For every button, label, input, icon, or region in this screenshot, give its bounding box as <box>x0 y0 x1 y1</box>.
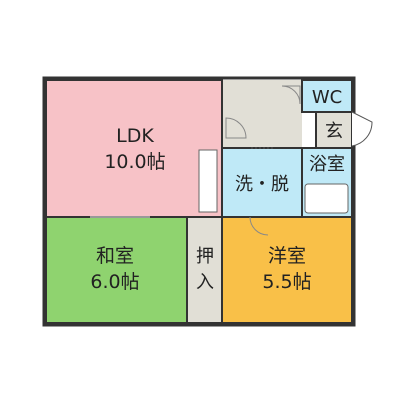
room-closet <box>186 216 223 324</box>
yoshitsu-size: 5.5帖 <box>262 271 311 293</box>
ldk-door-swing <box>225 117 247 139</box>
closet-name-2: 入 <box>196 272 214 293</box>
wash-name: 洗・脱 <box>235 174 289 195</box>
yoshitsu-door-swing <box>249 216 269 236</box>
wc-door-swing <box>281 85 301 105</box>
entrance-door-swing <box>351 111 373 147</box>
bathtub <box>304 183 349 214</box>
room-wash <box>221 147 303 218</box>
room-ldk <box>45 79 223 218</box>
room-entrance <box>315 111 353 149</box>
kitchen-counter <box>198 149 218 213</box>
room-washitsu <box>45 216 188 324</box>
bath-name: 浴室 <box>309 154 345 175</box>
wc-name: WC <box>312 87 342 108</box>
ldk-name: LDK <box>116 125 154 147</box>
ldk-size: 10.0帖 <box>104 151 165 173</box>
washitsu-name: 和室 <box>96 245 134 267</box>
hallway <box>222 80 302 148</box>
entrance-name: 玄 <box>325 121 343 142</box>
yoshitsu-name: 洋室 <box>268 245 306 267</box>
closet-name-1: 押 <box>196 246 214 267</box>
washitsu-size: 6.0帖 <box>90 271 139 293</box>
room-yoshitsu <box>221 216 353 324</box>
